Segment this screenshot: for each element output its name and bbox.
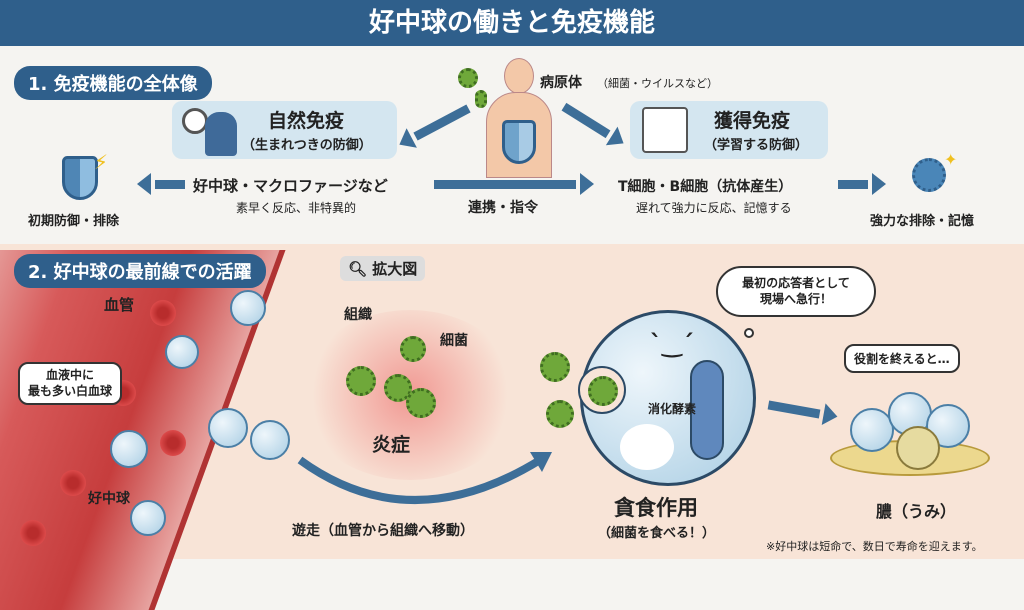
phagocytosis-sub: （細菌を食べる！） [598,526,716,541]
adaptive-cells: T細胞・B細胞（抗体産生） [618,179,793,195]
teacher-class-icon [642,107,688,153]
inflammation-label: 炎症 [372,434,411,456]
footnote: ※好中球は短命で、数日で寿命を迎えます。 [766,540,983,553]
arrow-to-innate [413,104,471,141]
shield-icon [502,120,536,164]
zoom-label: 拡大図 [372,260,418,278]
nucleus [690,360,724,460]
dead-neutrophil [850,408,894,452]
bacteria-label: 細菌 [440,333,468,349]
section1-label: 1. 免疫機能の全体像 [14,66,212,100]
red-blood-cell [150,300,176,326]
pus-label: 膿（うみ） [876,502,957,521]
bacteria-icon [540,352,570,382]
zoom-tag: 🔍︎ 拡大図 [340,256,426,281]
thought-bubble: 最初の応答者として 現場へ急行！ [716,266,876,318]
bacteria-icon [384,374,412,402]
pathogen-title: 病原体 [540,75,582,91]
immune-cell-sparkle-icon [912,158,946,192]
bacteria-icon [400,336,426,362]
sparkle-icon: ✦ [944,150,958,169]
neutrophil-cell [110,430,148,468]
section2-label: 2. 好中球の最前線での活躍 [14,254,266,288]
innate-sub: （生まれつきの防御） [242,138,372,153]
pathogen-sub: （細菌・ウイルスなど） [597,77,718,90]
adaptive-title: 獲得免疫 [714,110,791,132]
red-blood-cell [160,430,186,456]
bacteria-icon [588,376,618,406]
blood-note-bubble: 血液中に 最も多い白血球 [18,362,123,406]
page-title: 好中球の働きと免疫機能 [0,0,1024,46]
link-label: 連携・指令 [468,200,538,216]
bacteria-icon [346,366,376,396]
guard-person-icon [205,112,237,156]
neutrophil-cell [130,500,166,536]
innate-desc: 素早く反応、非特異的 [236,201,357,215]
link-arrow [434,173,594,195]
magnifier-icon: 🔍︎ [348,260,368,278]
arrow-to-adaptive [561,102,611,139]
arrow-to-initial-defense [137,173,185,195]
migration-label: 遊走（血管から組織へ移動） [292,523,474,539]
cell-face: `‿´ [650,330,694,358]
adaptive-desc: 遅れて強力に反応、記憶する [636,201,792,215]
neutrophil-label: 好中球 [88,491,130,507]
virus-icon [458,68,478,88]
adaptive-result: 強力な排除・記憶 [870,214,975,229]
migration-arrow [297,452,552,504]
vessel-label: 血管 [104,296,135,314]
innate-title: 自然免疫 [268,110,345,132]
bacteria-icon [546,400,574,428]
thought-dot [744,328,754,338]
lightning-icon: ⚡ [94,150,109,174]
adaptive-sub: （学習する防御） [704,138,809,153]
enzyme-vesicle [620,424,674,470]
bacteria-icon [475,90,487,108]
after-bubble: 役割を終えると… [844,344,960,373]
bacteria-icon [406,388,436,418]
tissue-label: 組織 [344,307,372,323]
innate-result: 初期防御・排除 [28,214,120,229]
shield-lightning-icon [62,156,98,200]
red-blood-cell [20,520,46,546]
neutrophil-cell [230,290,266,326]
phagocytosis-title: 貪食作用 [614,496,698,520]
neutrophil-cell [208,408,248,448]
human-body-icon [484,58,554,178]
red-blood-cell [60,470,86,496]
innate-cells: 好中球・マクロファージなど [193,177,388,195]
enzyme-label: 消化酵素 [648,402,697,416]
neutrophil-cell [250,420,290,460]
dead-neutrophil [896,426,940,470]
arrow-to-strong-defense [838,173,886,195]
neutrophil-cell [165,335,199,369]
